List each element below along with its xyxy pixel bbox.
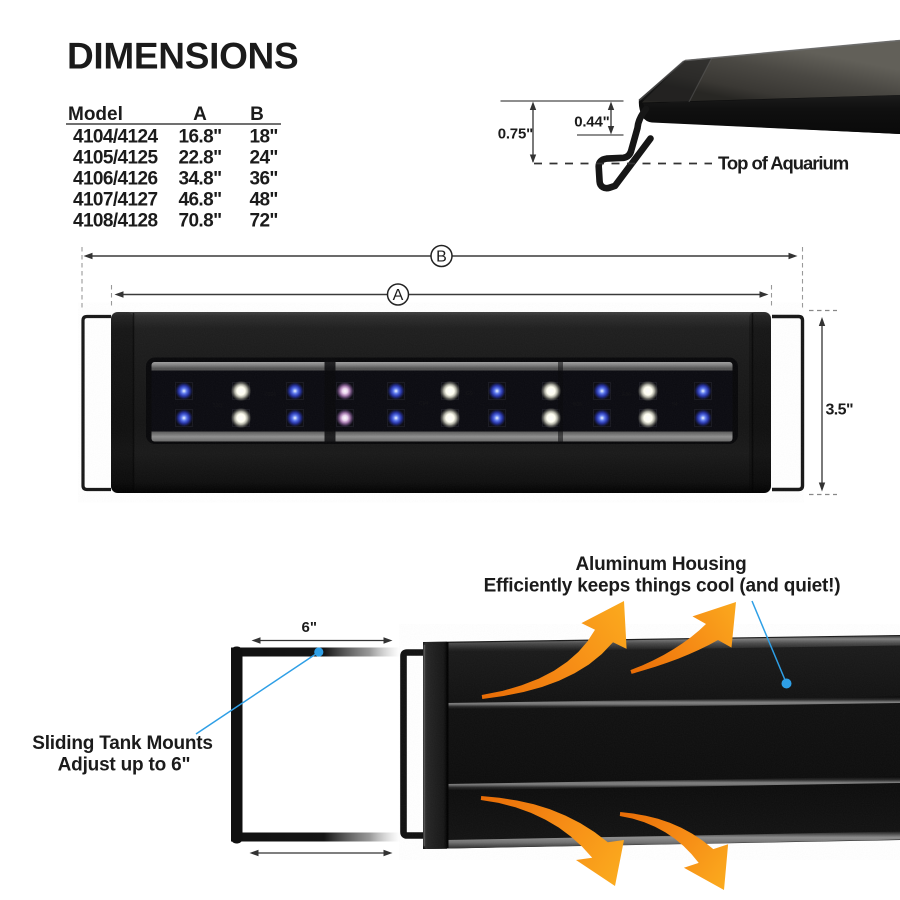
svg-text:46.8": 46.8" [179,189,222,210]
svg-text:36": 36" [250,168,278,189]
svg-text:Sliding Tank Mounts: Sliding Tank Mounts [32,733,213,754]
svg-text:18": 18" [250,126,278,147]
svg-text:3.5": 3.5" [826,402,853,419]
svg-text:4105/4125: 4105/4125 [73,147,158,168]
svg-text:0.75": 0.75" [498,126,533,143]
svg-text:48": 48" [250,189,278,210]
svg-text:A: A [193,104,207,125]
svg-text:16.8": 16.8" [179,126,222,147]
svg-text:A: A [393,287,404,304]
svg-text:4106/4126: 4106/4126 [73,168,157,189]
svg-text:Model: Model [68,104,123,125]
svg-text:Top of Aquarium: Top of Aquarium [718,153,849,174]
svg-text:0.44": 0.44" [574,114,609,131]
svg-text:Efficiently keeps things cool: Efficiently keeps things cool (and quiet… [484,576,841,597]
svg-text:6": 6" [302,619,317,636]
svg-text:4108/4128: 4108/4128 [73,210,157,231]
svg-text:DIMENSIONS: DIMENSIONS [67,36,298,77]
svg-text:22.8": 22.8" [179,147,222,168]
svg-text:Aluminum Housing: Aluminum Housing [576,554,747,575]
svg-text:24": 24" [250,147,278,168]
svg-text:B: B [250,104,264,125]
svg-text:Adjust up to 6": Adjust up to 6" [58,755,191,776]
svg-text:34.8": 34.8" [179,168,222,189]
svg-text:4107/4127: 4107/4127 [73,189,157,210]
svg-text:B: B [436,249,447,266]
svg-text:4104/4124: 4104/4124 [73,126,158,147]
svg-text:70.8": 70.8" [179,210,222,231]
svg-text:72": 72" [250,210,278,231]
